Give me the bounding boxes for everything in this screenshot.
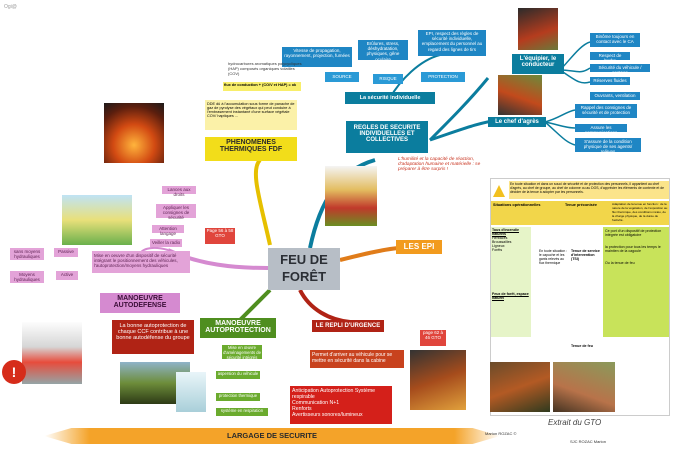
r1-item-0: Herbacés [492,236,508,240]
col2-head: Tenue préconisée [551,201,611,225]
mise-en-oeuvre: Mise en oeuvre d'un dispositif de sécuri… [92,251,190,273]
conduction-text: flux de conduction + (CO/V et HAP) = ok [223,82,301,91]
chef-item-1: Assure les communications [575,124,627,135]
r1-tenue: Tenue de service d'intervention (TSI) [571,249,600,261]
r1-item-1: Broussailles [492,240,512,244]
largage-banner: LARGAGE DE SECURITE [44,428,500,444]
repli-item-2: Renforts [292,406,312,412]
adapt1: la protection pour tous les temps le mai… [605,245,661,253]
left-page-ref: Page 56 à 58 GTO [205,228,235,244]
equipier-item-4: Ouvrants, ventilation [590,92,640,100]
forest-photo-2 [553,362,615,412]
corner-logo: Ogi@ [4,4,17,10]
chef-item-0: Rappel des consignes de sécurité et de p… [575,104,637,118]
spray-photo [176,372,206,412]
repli-photo [410,350,466,410]
repli-item-1: Communication N+1 [292,400,340,406]
manoeuvre-autodefense: MANOEUVRE AUTODEFENSE [100,293,180,313]
firefighter-illustration [325,166,377,226]
repli-title: LE REPLI D'URGENCE [312,320,384,332]
chef-item-2: S'assure de la condition physique de ses… [575,138,641,154]
r2-head: Feux de forêt, espace naturel [492,292,529,300]
warning-triangle-icon [493,185,505,197]
repli-page-ref: page 62 à 46 GTO [420,330,446,346]
phenomenes-title: PHENOMENES THERMIQUES FDF [205,137,297,161]
source-desc: Vitesse de propagation, rayonnement, pro… [282,47,352,67]
epi-title: LES EPI [396,240,442,254]
regles-securite: REGLES DE SECURITE INDIVIDUELLES ET COLL… [346,121,428,153]
r1-cell: Tous d'incendie naturels Herbacés Brouss… [491,227,531,337]
chef-title: Le chef d'agrès [488,117,546,127]
passive-side: sans moyens hydrauliques [10,248,44,260]
left-item-3: Veiller la radio [150,239,182,247]
passive-label: Passive [54,248,78,257]
author: Marion ROZAC © [485,431,517,436]
repli-item-3: Avertisseurs sonores/lumineux [292,412,363,418]
risque-desc: Brûlures, stress, déshydratation, physiq… [358,40,408,62]
equipier-item-2: Sécurité du véhicule / gestage [590,64,650,75]
repli-list: Anticipation Autoprotection Système resp… [290,386,392,424]
chain-0: aspersion du véhicule [216,371,260,379]
fire-photo [104,103,164,163]
repli-desc: Permet d'arriver au véhicule pour se met… [310,350,404,368]
hydro-text: hydrocarbures aromatiques polycycliques … [228,61,302,76]
lime-cell: Ce port d'un dispositif de protection in… [603,227,669,337]
phenomenes-desc: DDE dû à l'accumulation sous forme de pa… [205,100,297,130]
author2: SJC ROZAC Marion [570,439,607,444]
col3-head: Adaptation de la tenue en fonction : de … [611,201,669,225]
repli-item-0: Anticipation Autoprotection Système resp… [292,388,376,400]
chart-illustration [62,195,132,245]
tag-source: SOURCE [325,72,359,82]
extrait-label: Extrait du GTO [548,418,602,427]
equipier-title: L'équipier, le conducteur [512,54,564,74]
tag-protection: PROTECTION [421,72,465,82]
chain-2: système en respiration [216,408,268,416]
autoprotection-mise: Mise en œuvre d'aménagements de sécurité… [222,345,262,360]
r1-item-2: Ligneux [492,244,505,248]
lime-text: Ce port d'un dispositif de protection in… [605,229,662,237]
center-title: FEU DE FORÊT [268,248,340,290]
equipier-photo [518,8,558,50]
equipier-item-3: Réserves fluides [590,77,630,85]
chef-photo [498,75,542,115]
forest-photo-1 [490,362,550,412]
manoeuvre-autoprotection: MANOEUVRE AUTOPROTECTION [200,318,276,338]
adapt2: Ou la tenue de feu [605,261,635,265]
house-illustration [22,322,82,384]
chain-1: protection thermique [216,393,260,401]
protection-desc: EPI, respect des règles de sécurité indi… [418,30,486,56]
col1-head: Situations opérationnelles [491,201,551,225]
r2-tenue: Tenue de feu [571,344,593,348]
epi-intro: En toute situation et dans un souci de s… [509,181,669,199]
active-side: Moyens hydrauliques [10,271,44,283]
active-label: Active [56,271,78,280]
warning-icon: ! [2,360,26,384]
equipier-item-0: Binôme toujours en contact avec le CA [590,33,640,47]
left-item-1: Appliquer les consignes de sécurité [156,204,196,220]
humilite-text: L'humilité et la capacité de réaction, d… [398,157,481,172]
r1-col2: En toute situation : le capuche et les g… [539,249,568,265]
tag-risque: RISQUE [373,74,403,84]
r1-item-3: Forêts [492,248,503,252]
left-item-2: Attention langage [152,225,184,236]
equipier-item-1: Respect de l'ordre [590,52,630,63]
autodefense-desc: La bonne autoprotection de chaque CCF co… [112,320,194,354]
securite-individuelle: La sécurité individuelle [345,92,435,104]
left-item-0: Lances aux droits [162,186,196,197]
r1-head: Tous d'incendie naturels [492,228,519,236]
